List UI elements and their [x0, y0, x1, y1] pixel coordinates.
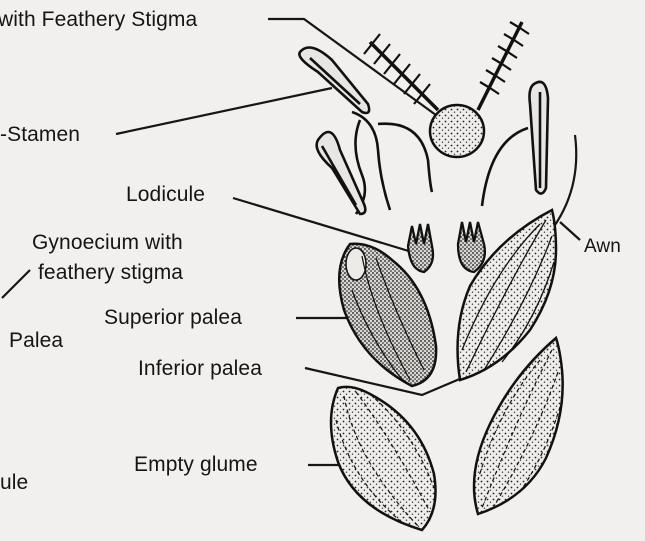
awn-leader	[560, 222, 580, 240]
label-palea: Palea	[9, 330, 63, 351]
gynoecium-leader	[2, 270, 30, 298]
label-superior-palea: Superior palea	[104, 307, 242, 328]
label-gynoecium-line1: Gynoecium with	[32, 232, 183, 253]
label-feathery-stigma: with Feathery Stigma	[0, 9, 197, 30]
label-lodicule: Lodicule	[126, 184, 205, 205]
feathery-stigma-branches	[370, 22, 522, 110]
label-inferior-palea: Inferior palea	[138, 358, 262, 379]
label-stamen-text: Stamen	[7, 123, 80, 146]
empty-glume-left	[331, 387, 436, 530]
label-empty-glume: Empty glume	[134, 454, 258, 475]
stamen-leader	[116, 88, 332, 134]
label-stamen: -Stamen	[0, 124, 80, 145]
label-gynoecium-line2: feathery stigma	[38, 262, 183, 283]
label-partial-ule: ule	[0, 472, 28, 493]
lodicule-leader	[233, 198, 412, 252]
label-awn: Awn	[584, 237, 621, 256]
lodicules	[408, 222, 485, 272]
stamens	[299, 48, 548, 215]
ovary	[430, 105, 484, 157]
inferior-palea-leader	[305, 368, 462, 395]
